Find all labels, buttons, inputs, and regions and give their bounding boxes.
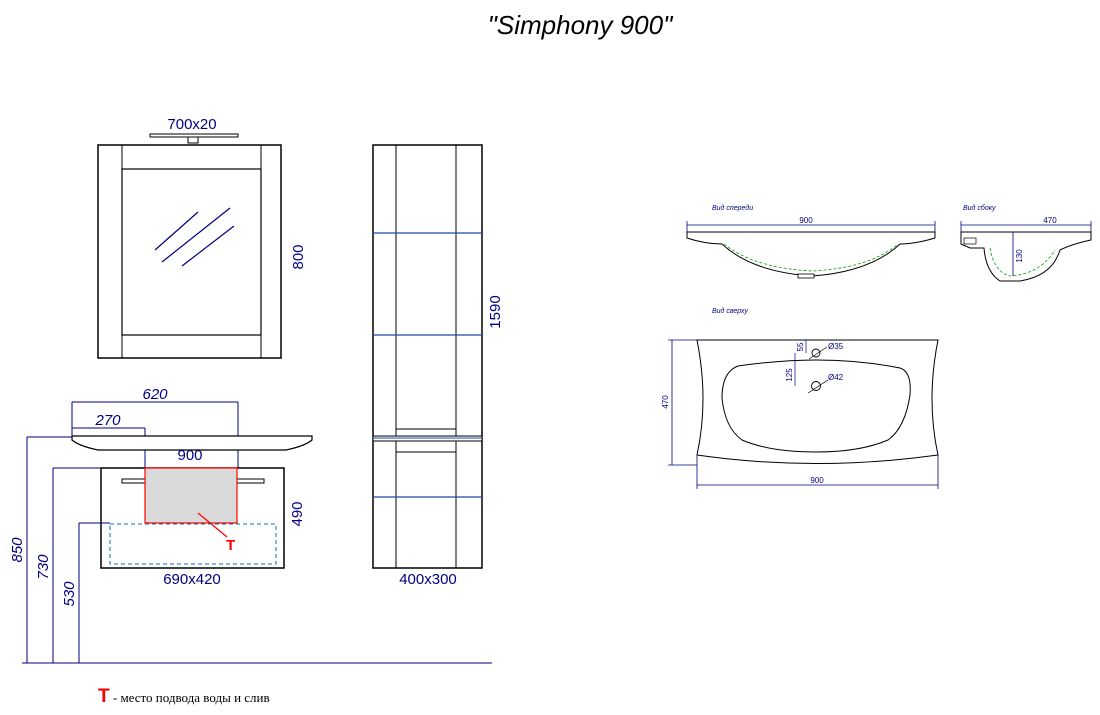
vanity-inner-offset-label: 270 [94, 412, 121, 429]
mirror-lamp-mount [187, 136, 199, 144]
legend-text: - место подвода воды и слив [109, 690, 270, 705]
mirror-reflection-line [181, 225, 235, 267]
sink-top-offset-125-label: 125 [785, 368, 794, 382]
sink-top-view: Вид сверху Ø35 Ø42 55 125 470 900 [661, 307, 939, 489]
sink-top-hole-large [811, 381, 821, 391]
mirror-reflection-line [161, 207, 231, 263]
sink-top-caption: Вид сверху [712, 307, 748, 315]
vanity-top-width-label: 900 [177, 447, 202, 464]
sink-top-hole-large-label: Ø42 [828, 373, 844, 382]
page-title: "Simphony 900" [487, 10, 673, 40]
column-body [372, 144, 483, 569]
vanity-drawing: 620 270 900 T 490 690x420 850 730 530 [9, 386, 492, 664]
sink-side-view: Вид сбоку 470 130 [960, 204, 1092, 282]
sink-side-height-label: 130 [1015, 249, 1024, 263]
sink-front-width-label: 900 [799, 216, 813, 225]
sink-side-outline [960, 231, 1092, 282]
mirror-lamp-size-label: 700x20 [167, 116, 216, 133]
mirror-glass [121, 168, 262, 336]
sink-front-outline [686, 231, 936, 277]
column-drawing: 1590 400x300 [372, 144, 504, 588]
sink-front-caption: Вид спереди [712, 204, 753, 212]
sink-side-faucet [963, 237, 977, 245]
sink-side-depth-label: 470 [1043, 216, 1057, 225]
sink-side-basin-contour [989, 247, 1056, 277]
sink-front-view: Вид спереди 900 [686, 204, 936, 279]
sink-top-hole-small-label: Ø35 [828, 342, 844, 351]
connection-zone [144, 467, 238, 524]
column-height-label: 1590 [487, 295, 504, 328]
hole-large-leader [807, 379, 829, 394]
level-850-label: 850 [9, 537, 26, 563]
mirror-reflection-line [154, 211, 199, 251]
legend-symbol: T [98, 686, 110, 707]
vanity-size-label: 690x420 [163, 571, 221, 588]
sink-top-hole-small [811, 348, 821, 358]
sink-front-basin-contour [723, 243, 899, 272]
vanity-connection-marker: T [226, 537, 235, 554]
sink-top-depth-label: 470 [661, 395, 670, 409]
vanity-outer-width-label: 620 [142, 386, 168, 403]
connection-leader [197, 512, 228, 538]
mirror-drawing: 700x20 800 [97, 116, 307, 359]
column-size-label: 400x300 [399, 571, 457, 588]
mirror-height-label: 800 [290, 244, 307, 269]
sink-top-width-label: 900 [810, 476, 824, 485]
level-730-label: 730 [35, 554, 52, 580]
sink-top-basin [721, 359, 911, 453]
sink-top-offset-55-label: 55 [796, 342, 805, 351]
sink-front-drain [797, 273, 815, 279]
sink-side-caption: Вид сбоку [963, 204, 996, 212]
vanity-box-height-label: 490 [289, 501, 306, 526]
drain-zone [109, 523, 277, 565]
legend: T - место подвода воды и слив [98, 686, 270, 708]
hole-small-leader [808, 346, 828, 360]
level-530-label: 530 [61, 581, 78, 607]
